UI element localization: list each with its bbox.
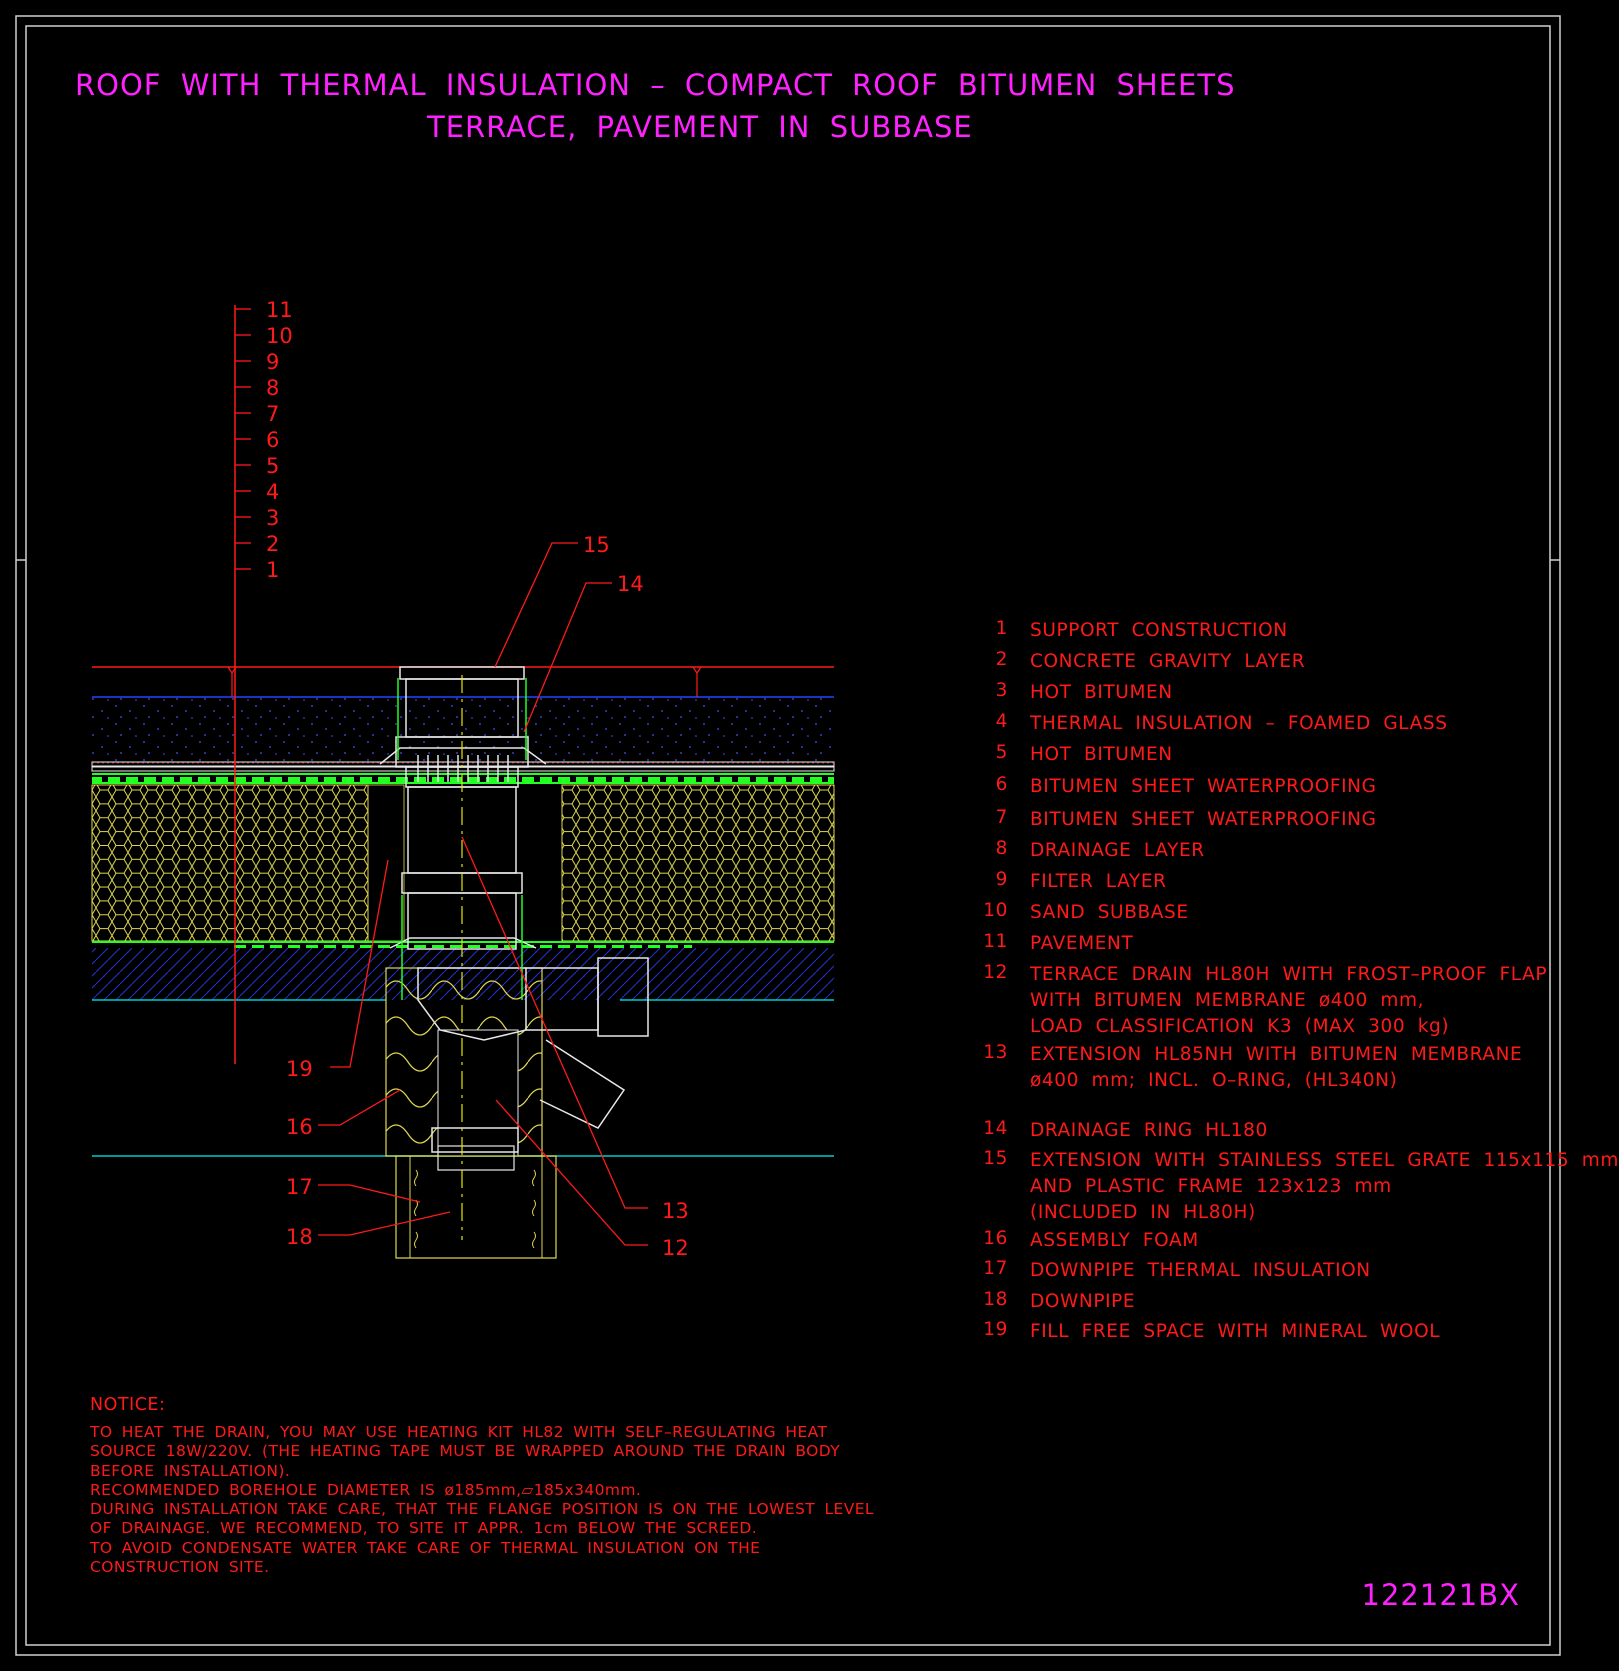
- notice-line: TO AVOID CONDENSATE WATER TAKE CARE OF T…: [90, 1538, 761, 1557]
- stack-number-1: 1: [266, 558, 279, 582]
- legend-number: 13: [983, 1042, 1008, 1063]
- legend-number: 9: [995, 869, 1008, 890]
- leader-14: [523, 582, 612, 733]
- callout-18: 18: [286, 1225, 313, 1249]
- legend-number: 17: [983, 1258, 1008, 1279]
- stack-number-7: 7: [266, 402, 279, 426]
- callout-16: 16: [286, 1115, 313, 1139]
- legend-text: HOT BITUMEN: [1030, 682, 1173, 703]
- notice-line: TO HEAT THE DRAIN, YOU MAY USE HEATING K…: [90, 1423, 828, 1441]
- drawing-title-line2: TERRACE, PAVEMENT IN SUBBASE: [427, 110, 973, 144]
- leader-16: [318, 1089, 401, 1126]
- notice-line: RECOMMENDED BOREHOLE DIAMETER IS ø185mm,…: [90, 1480, 642, 1499]
- notice-line: OF DRAINAGE. WE RECOMMEND, TO SITE IT AP…: [90, 1519, 758, 1538]
- legend-text: TERRACE DRAIN HL80H WITH FROST–PROOF FLA…: [1030, 964, 1548, 1037]
- legend-number: 4: [995, 711, 1008, 732]
- stack-number-5: 5: [266, 454, 279, 478]
- callout-12: 12: [662, 1236, 689, 1260]
- fill-free-space: [367, 784, 405, 942]
- callout-numbers: 15 14 19 16 17 18 13 12: [286, 533, 689, 1260]
- stack-number-2: 2: [266, 532, 279, 556]
- leader-12: [495, 1099, 648, 1246]
- legend-text: BITUMEN SHEET WATERPROOFING: [1030, 809, 1377, 830]
- callout-14: 14: [617, 572, 644, 596]
- downpipe: [437, 1145, 515, 1171]
- legend-number: 14: [983, 1118, 1008, 1139]
- legend-text: PAVEMENT: [1030, 933, 1134, 954]
- legend-number: 19: [983, 1319, 1008, 1340]
- notice-line: BEFORE INSTALLATION).: [90, 1461, 291, 1480]
- legend-text: FILTER LAYER: [1030, 871, 1167, 892]
- legend-text: HOT BITUMEN: [1030, 744, 1173, 765]
- notice-line: DURING INSTALLATION TAKE CARE, THAT THE …: [90, 1500, 874, 1519]
- callout-15: 15: [583, 533, 610, 557]
- legend-number: 11: [983, 931, 1008, 952]
- legend-number: 15: [983, 1148, 1008, 1169]
- stack-number-11: 11: [266, 298, 293, 322]
- legend-number: 18: [983, 1289, 1008, 1310]
- bitumen-waterproofing-top: [92, 774, 834, 783]
- legend-text: THERMAL INSULATION – FOAMED GLASS: [1030, 713, 1448, 734]
- stack-number-10: 10: [266, 324, 293, 348]
- drawing-code: 122121BX: [1361, 1578, 1520, 1612]
- notice-block: NOTICE: TO HEAT THE DRAIN, YOU MAY USE H…: [90, 1395, 874, 1577]
- legend-text: SAND SUBBASE: [1030, 902, 1189, 923]
- notice-line: CONSTRUCTION SITE.: [90, 1558, 270, 1577]
- leader-17: [318, 1184, 421, 1203]
- callout-13: 13: [662, 1199, 689, 1223]
- legend-number: 6: [995, 774, 1008, 795]
- legend-text: FILL FREE SPACE WITH MINERAL WOOL: [1030, 1321, 1441, 1342]
- downpipe-insulation: [395, 1155, 557, 1259]
- legend-number: 8: [995, 838, 1008, 859]
- stack-number-9: 9: [266, 350, 279, 374]
- legend-text: DOWNPIPE THERMAL INSULATION: [1030, 1260, 1371, 1281]
- legend-number: 12: [983, 962, 1008, 983]
- legend-number: 1: [995, 618, 1008, 639]
- leader-19: [330, 859, 389, 1068]
- legend-text: DOWNPIPE: [1030, 1291, 1136, 1312]
- leader-15: [494, 542, 578, 668]
- stack-number-3: 3: [266, 506, 279, 530]
- stack-number-4: 4: [266, 480, 279, 504]
- legend-number: 16: [983, 1228, 1008, 1249]
- outer-frame: [15, 15, 1561, 1656]
- leader-lines: [318, 542, 648, 1246]
- stack-number-8: 8: [266, 376, 279, 400]
- legend-text: BITUMEN SHEET WATERPROOFING: [1030, 776, 1377, 797]
- stainless-grate: [417, 755, 509, 782]
- callout-17: 17: [286, 1175, 313, 1199]
- legend-number: 3: [995, 680, 1008, 701]
- legend-text: EXTENSION WITH STAINLESS STEEL GRATE 115…: [1030, 1150, 1619, 1223]
- sand-subbase: [92, 697, 834, 764]
- legend-text: DRAINAGE RING HL180: [1030, 1120, 1268, 1141]
- notice-line: SOURCE 18W/220V. (THE HEATING TAPE MUST …: [90, 1442, 841, 1461]
- legend-number: 10: [983, 900, 1008, 921]
- stack-number-6: 6: [266, 428, 279, 452]
- legend-text: ASSEMBLY FOAM: [1030, 1230, 1199, 1251]
- callout-19: 19: [286, 1057, 313, 1081]
- legend-text: CONCRETE GRAVITY LAYER: [1030, 651, 1306, 672]
- drawing-title-line1: ROOF WITH THERMAL INSULATION – COMPACT R…: [75, 68, 1236, 102]
- legend-number: 7: [995, 807, 1008, 828]
- leader-18: [318, 1211, 451, 1236]
- legend-text: SUPPORT CONSTRUCTION: [1030, 620, 1288, 641]
- notice-lines: TO HEAT THE DRAIN, YOU MAY USE HEATING K…: [90, 1423, 874, 1577]
- notice-heading: NOTICE:: [90, 1395, 166, 1415]
- inner-frame: [25, 25, 1551, 1646]
- legend-text: DRAINAGE LAYER: [1030, 840, 1205, 861]
- leader-13: [461, 836, 648, 1209]
- legend-number: 5: [995, 742, 1008, 763]
- legend-number: 2: [995, 649, 1008, 670]
- foamed-glass-right: [562, 785, 834, 941]
- foamed-glass-left: [92, 785, 368, 941]
